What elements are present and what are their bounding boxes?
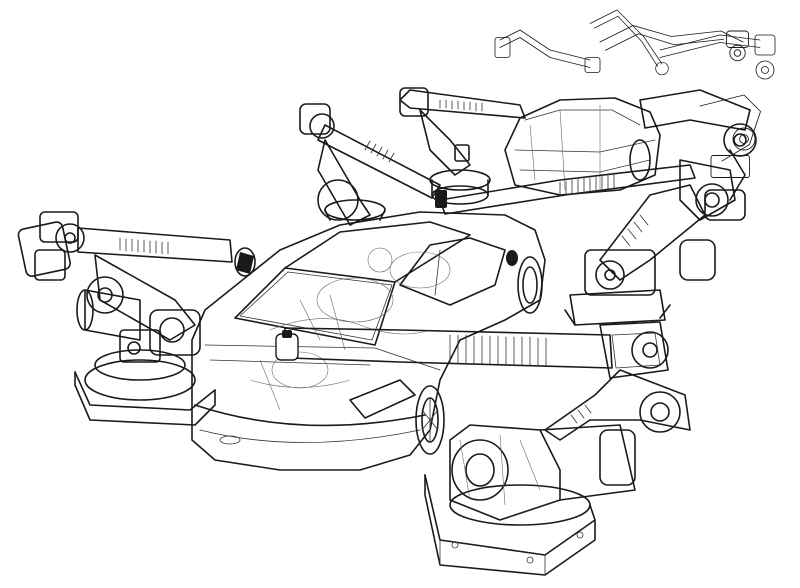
horizontal-feed-arm	[439, 159, 736, 221]
center-robot-arm	[275, 321, 691, 441]
front-robot-base	[424, 424, 636, 576]
left-robot-arm	[17, 211, 256, 426]
main-car-body	[191, 211, 546, 471]
right-far-robot-arm	[639, 89, 757, 221]
right-robot-arm	[564, 184, 716, 326]
roof-robot-arm	[299, 103, 447, 226]
mid-robot-arm-upper	[399, 87, 526, 205]
far-robot-arms	[494, 9, 776, 178]
far-car-body	[504, 97, 661, 196]
